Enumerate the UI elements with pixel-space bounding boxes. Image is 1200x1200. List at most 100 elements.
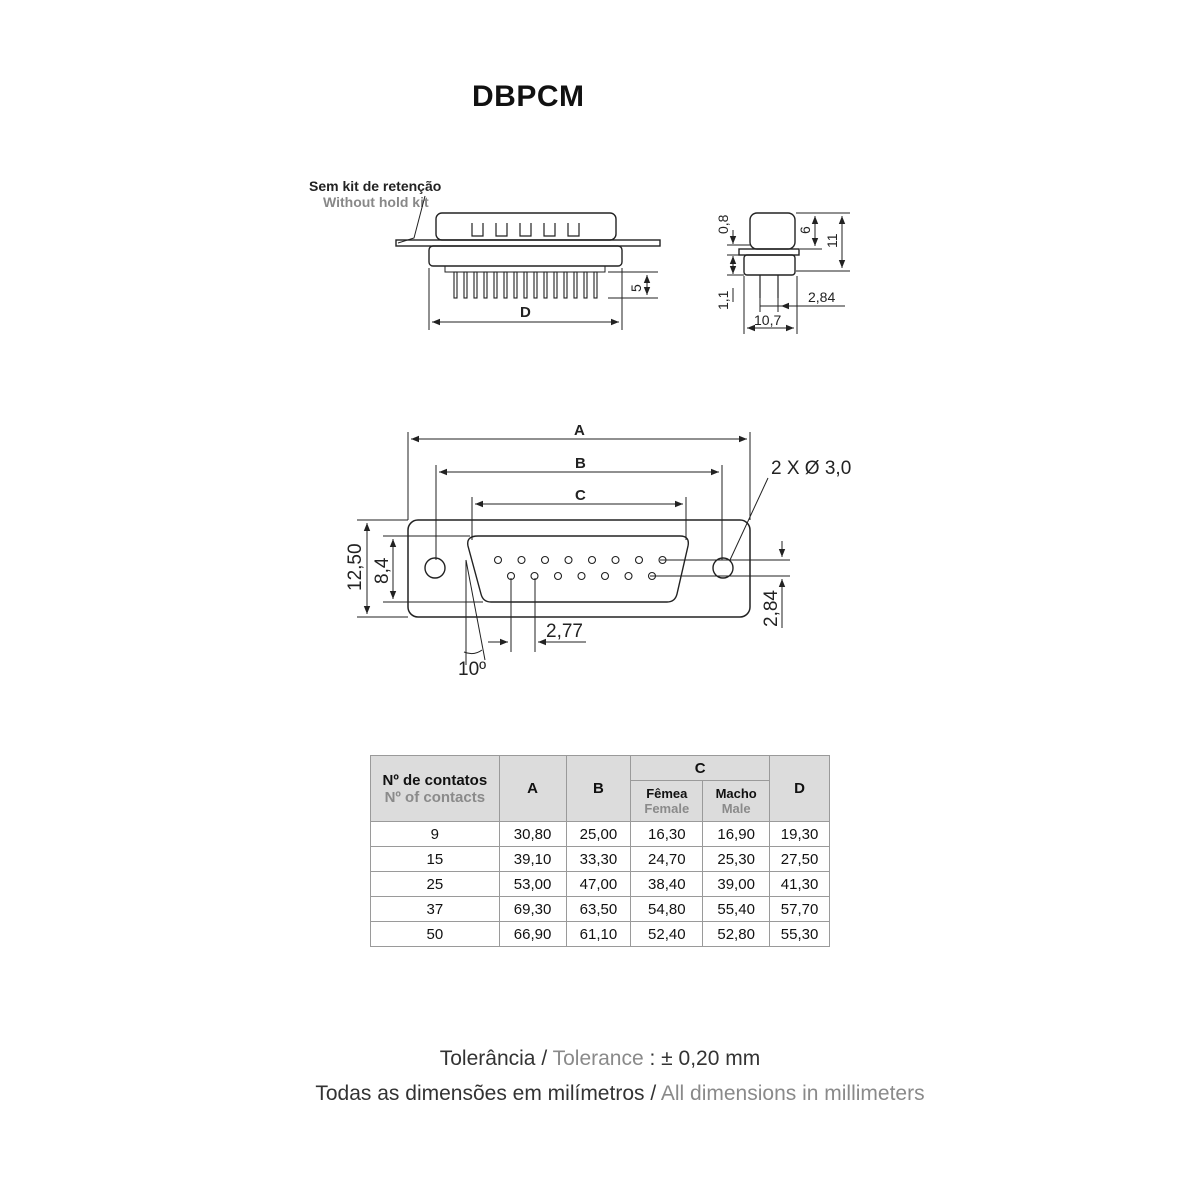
cell-a: 66,90 xyxy=(498,921,567,947)
cell-c-female: 24,70 xyxy=(630,846,704,872)
table-row: 9 30,80 25,00 16,30 16,90 19,30 xyxy=(370,821,830,847)
dim-1-1: 1,1 xyxy=(715,290,731,310)
end-body xyxy=(743,254,796,276)
female-label-en: Female xyxy=(644,801,690,816)
callout-leader xyxy=(397,195,426,244)
male-label-pt: Macho xyxy=(715,786,757,801)
side-pin xyxy=(503,271,508,299)
side-pin xyxy=(473,271,478,299)
side-pin xyxy=(483,271,488,299)
cell-c-female: 52,40 xyxy=(630,921,704,947)
side-pin xyxy=(523,271,528,299)
cell-c-female: 38,40 xyxy=(630,871,704,897)
side-pin xyxy=(593,271,598,299)
dim-2-84-end: 2,84 xyxy=(808,289,835,305)
side-pin xyxy=(553,271,558,299)
dim-b-label: B xyxy=(575,455,586,472)
dim-8-4: 8,4 xyxy=(372,557,393,584)
cell-contacts: 25 xyxy=(370,871,500,897)
cell-b: 63,50 xyxy=(565,896,632,922)
contact-bottom-row xyxy=(624,571,633,581)
tolerance-pt: Tolerância xyxy=(439,1047,536,1070)
contact-bottom-row xyxy=(577,571,586,581)
units-en: All dimensions in millimeters xyxy=(660,1082,925,1105)
mounting-hole-left xyxy=(424,557,446,579)
d-shell-outline xyxy=(467,535,690,603)
cell-c-male: 52,80 xyxy=(702,921,771,947)
tolerance-value: : ± 0,20 mm xyxy=(643,1047,761,1070)
mounting-hole-right xyxy=(712,557,734,579)
separator: / xyxy=(644,1082,661,1105)
contacts-header: Nº de contatos Nº of contacts xyxy=(370,755,500,822)
cell-contacts: 50 xyxy=(370,921,500,947)
front-pins xyxy=(493,555,667,581)
side-pin xyxy=(573,271,578,299)
contact-top-row xyxy=(493,555,503,565)
side-pins xyxy=(453,271,598,299)
side-pin xyxy=(563,271,568,299)
dim-d-label: D xyxy=(520,304,531,321)
col-b-header: B xyxy=(565,755,632,822)
male-header: Macho Male xyxy=(702,780,771,822)
dim-10-7: 10,7 xyxy=(754,312,781,328)
cell-c-male: 55,40 xyxy=(702,896,771,922)
front-view: A B C 2 X Ø 3,0 xyxy=(345,422,851,680)
cell-c-male: 25,30 xyxy=(702,846,771,872)
side-pin xyxy=(533,271,538,299)
end-shell xyxy=(749,212,796,250)
contact-top-row xyxy=(634,555,644,565)
dim-6: 6 xyxy=(797,226,813,234)
cell-d: 55,30 xyxy=(769,921,830,947)
pin-base xyxy=(444,265,606,273)
contact-top-row xyxy=(564,555,573,565)
contact-top-row xyxy=(517,555,526,565)
cell-contacts: 15 xyxy=(370,846,500,872)
cell-c-male: 16,90 xyxy=(702,821,771,847)
cell-a: 39,10 xyxy=(498,846,567,872)
cell-c-female: 54,80 xyxy=(630,896,704,922)
col-c-header: C xyxy=(630,755,771,781)
flange-plate xyxy=(395,239,661,247)
units-note: Todas as dimensões em milímetros / All d… xyxy=(0,1082,1200,1106)
dimensions-table: Nº de contatos Nº of contacts A B C D Fê… xyxy=(370,755,830,947)
col-d-header: D xyxy=(769,755,830,822)
cell-c-female: 16,30 xyxy=(630,821,704,847)
side-pin xyxy=(493,271,498,299)
dim-2-84-front: 2,84 xyxy=(761,590,782,627)
hole-callout: 2 X Ø 3,0 xyxy=(771,458,851,479)
contacts-header-pt: Nº de contatos xyxy=(382,771,488,789)
cell-a: 69,30 xyxy=(498,896,567,922)
table-row: 25 53,00 47,00 38,40 39,00 41,30 xyxy=(370,871,830,897)
tolerance-en: Tolerance xyxy=(552,1047,644,1070)
table-row: 15 39,10 33,30 24,70 25,30 27,50 xyxy=(370,846,830,872)
callout-label-pt: Sem kit de retenção xyxy=(309,178,441,194)
female-label-pt: Fêmea xyxy=(646,786,688,801)
contact-bottom-row xyxy=(600,571,610,581)
dim-0-8: 0,8 xyxy=(715,214,731,234)
female-header: Fêmea Female xyxy=(630,780,704,822)
cell-contacts: 37 xyxy=(370,896,500,922)
table-row: 50 66,90 61,10 52,40 52,80 55,30 xyxy=(370,921,830,947)
side-view: Sem kit de retenção Without hold kit xyxy=(309,178,661,330)
separator: / xyxy=(535,1047,553,1070)
table-body: 9 30,80 25,00 16,30 16,90 19,30 15 39,10… xyxy=(370,821,830,947)
angle-label: 10º xyxy=(458,659,486,680)
side-pin xyxy=(583,271,588,299)
cell-b: 61,10 xyxy=(565,921,632,947)
side-pin xyxy=(543,271,548,299)
cell-a: 53,00 xyxy=(498,871,567,897)
contact-top-row xyxy=(611,555,620,565)
cell-c-male: 39,00 xyxy=(702,871,771,897)
cell-contacts: 9 xyxy=(370,821,500,847)
col-a-header: A xyxy=(498,755,567,822)
cell-b: 25,00 xyxy=(565,821,632,847)
dim-11: 11 xyxy=(824,233,840,248)
end-flange xyxy=(738,248,800,256)
front-flange xyxy=(407,519,751,618)
dim-pin-length: 5 xyxy=(628,284,644,292)
cell-d: 57,70 xyxy=(769,896,830,922)
table-row: 37 69,30 63,50 54,80 55,40 57,70 xyxy=(370,896,830,922)
dim-12-50: 12,50 xyxy=(345,543,366,591)
